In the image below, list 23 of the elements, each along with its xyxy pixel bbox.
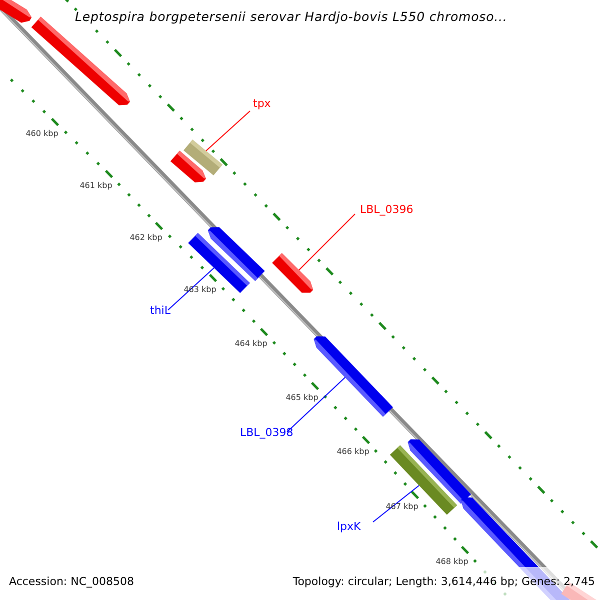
footer-text: Accession: NC_008508 [9,576,134,587]
title: Leptospira borgpetersenii serovar Hardjo-bovis L550 chromoso... [75,11,508,24]
scale-label: 468 kbp [436,558,468,566]
scale-label: 466 kbp [336,448,370,456]
gene-label: thiL [150,305,170,316]
scale-label: 460 kbp [26,130,58,138]
scale-label: 465 kbp [286,394,318,402]
gene-feature [0,0,32,23]
leader-line [372,485,420,522]
leader-line [298,214,356,271]
gene-label: LBL_0396 [360,204,414,215]
gene-feature [272,253,314,293]
footer-text: Topology: circular; Length: 3,614,446 bp; Genes: 2,745 [292,576,595,587]
leader-line [206,110,250,152]
scale-label: 464 kbp [234,340,268,348]
scale-label: 462 kbp [130,234,162,242]
gene-label: tpx [253,98,271,109]
gene-label: lpxK [337,521,361,532]
gene-label: LBL_0398 [240,427,294,438]
gene-feature [170,150,206,182]
leader-line [168,267,214,310]
scale-label: 461 kbp [80,182,112,190]
leader-line [286,376,346,432]
